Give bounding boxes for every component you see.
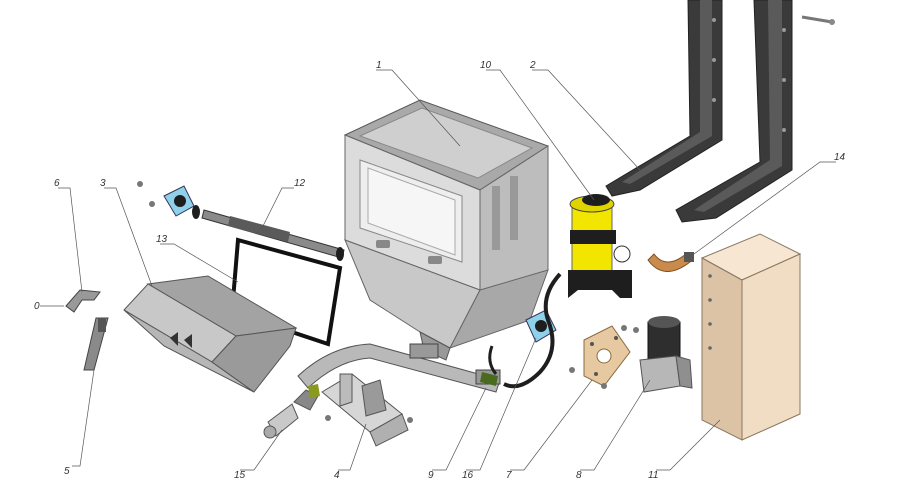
part-label-13: 13 xyxy=(156,234,168,245)
part-label-5: 5 xyxy=(64,466,70,477)
blue-flange-right xyxy=(525,309,557,343)
part-label-6: 6 xyxy=(54,178,60,189)
part-label-8: 8 xyxy=(576,470,582,481)
hose xyxy=(488,272,562,389)
part-label-14: 14 xyxy=(834,152,846,163)
part-labels: 1 2 3 4 5 6 7 8 9 10 11 12 13 14 15 16 0 xyxy=(34,60,846,481)
mounting-plate xyxy=(583,325,631,387)
blue-flange-left xyxy=(163,185,195,217)
auger-tube xyxy=(297,343,501,393)
screws xyxy=(137,181,639,423)
part-label-7: 7 xyxy=(506,470,512,481)
auger-shaft xyxy=(192,205,345,261)
part-label-2: 2 xyxy=(529,60,536,71)
part-label-4: 4 xyxy=(334,470,340,481)
part-label-9: 9 xyxy=(428,470,434,481)
part-label-15: 15 xyxy=(234,470,246,481)
part-label-0: 0 xyxy=(34,301,40,312)
hopper xyxy=(343,99,550,361)
leader-lines xyxy=(40,69,836,471)
firebox xyxy=(123,275,298,393)
support-bracket-pair xyxy=(605,0,793,223)
part-label-16: 16 xyxy=(462,470,474,481)
lever xyxy=(65,289,109,371)
base-bracket xyxy=(321,373,409,447)
part-label-1: 1 xyxy=(376,60,382,71)
part-label-10: 10 xyxy=(480,60,492,71)
part-label-12: 12 xyxy=(294,178,306,189)
copper-clamp xyxy=(647,252,694,272)
control-cabinet xyxy=(700,233,802,441)
long-bolt xyxy=(801,15,835,25)
motor xyxy=(639,316,693,393)
gasket xyxy=(229,237,343,347)
elbow-fitting xyxy=(263,384,320,439)
part-label-11: 11 xyxy=(648,470,658,481)
part-label-3: 3 xyxy=(100,178,106,189)
pump xyxy=(568,194,632,298)
